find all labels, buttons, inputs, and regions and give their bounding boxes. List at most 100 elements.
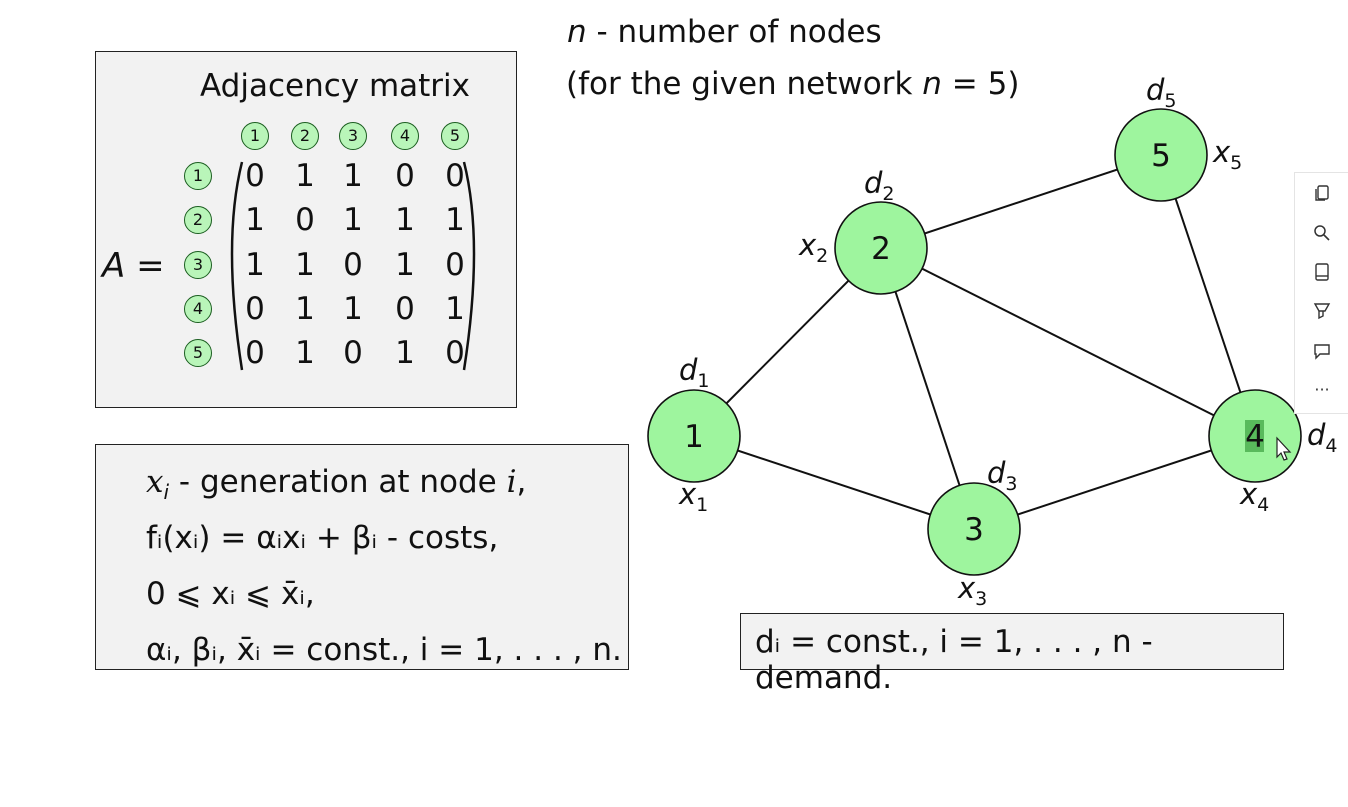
matrix-cell: 1 — [295, 291, 315, 327]
i-var: i — [506, 464, 517, 500]
search-icon — [1314, 225, 1330, 241]
generation-label-3: x3 — [957, 571, 987, 610]
mouse-cursor-icon — [1276, 436, 1292, 461]
formula-constants: αᵢ, βᵢ, x̄ᵢ = const., i = 1, . . . , n. — [146, 632, 622, 668]
demand-box: dᵢ = const., i = 1, . . . , n - demand. — [740, 613, 1284, 696]
node-label-4: 4 — [1245, 419, 1265, 455]
matrix-cell: 1 — [245, 202, 265, 238]
matrix-lhs: A = — [102, 246, 165, 286]
d-symbol: d — [1307, 418, 1326, 452]
network-size-note: (for the given network n = 5) — [566, 66, 1019, 102]
matrix-cell: 0 — [395, 158, 415, 194]
demand-label-3: d3 — [987, 456, 1018, 495]
matrix-col-label-2: 2 — [291, 122, 319, 150]
edge-2-3 — [880, 247, 975, 530]
d-symbol: d — [864, 166, 883, 200]
formula-costs: fᵢ(xᵢ) = αᵢxᵢ + βᵢ - costs, — [146, 520, 499, 556]
matrix-col-label-4: 4 — [391, 122, 419, 150]
copy-button[interactable] — [1308, 179, 1336, 207]
search-button[interactable] — [1308, 219, 1336, 247]
network-size-eq: = 5) — [941, 66, 1020, 102]
x-sub: i — [163, 480, 170, 505]
text-selection-highlight — [1245, 420, 1264, 452]
generation-end: , — [516, 464, 527, 500]
n-variable-2: n — [922, 66, 942, 102]
d-subscript: 3 — [1005, 473, 1017, 495]
demand-label-4: d4 — [1307, 418, 1338, 457]
node-5 — [1114, 108, 1208, 202]
matrix-cell: 1 — [395, 202, 415, 238]
matrix-cell: 1 — [395, 247, 415, 283]
formulas-box: xi - generation at node i, fᵢ(xᵢ) = αᵢxᵢ… — [95, 444, 629, 670]
x-symbol: x — [1212, 135, 1231, 169]
demand-label-5: d5 — [1146, 73, 1177, 112]
edge-2-4 — [880, 247, 1256, 437]
matrix-col-label-1: 1 — [241, 122, 269, 150]
x-subscript: 5 — [1230, 152, 1242, 174]
d-symbol: d — [1146, 73, 1165, 107]
edge-3-4 — [973, 435, 1256, 530]
matrix-cell: 1 — [343, 158, 363, 194]
node-label-5: 5 — [1151, 138, 1171, 174]
highlight-button[interactable] — [1308, 297, 1336, 325]
matrix-col-label-3: 3 — [339, 122, 367, 150]
matrix-cell: 0 — [445, 158, 465, 194]
matrix-cell: 0 — [295, 202, 315, 238]
comment-button[interactable] — [1308, 337, 1336, 365]
node-label-2: 2 — [871, 231, 891, 267]
generation-label-1: x1 — [678, 477, 708, 516]
node-3 — [927, 482, 1021, 576]
matrix-cell: 0 — [245, 158, 265, 194]
matrix-cell: 1 — [295, 335, 315, 371]
matrix-cell: 1 — [295, 247, 315, 283]
matrix-cell: 0 — [343, 247, 363, 283]
matrix-row-label-2: 2 — [184, 206, 212, 234]
matrix-cell: 0 — [445, 335, 465, 371]
book-icon — [1315, 263, 1329, 281]
matrix-cell: 1 — [445, 291, 465, 327]
matrix-title: Adjacency matrix — [200, 68, 471, 104]
matrix-cell: 1 — [245, 247, 265, 283]
more-icon: ··· — [1314, 379, 1330, 399]
matrix-cell: 0 — [445, 247, 465, 283]
copy-icon — [1315, 185, 1329, 201]
side-toolbar: ··· — [1294, 172, 1348, 414]
node-label-3: 3 — [964, 512, 984, 548]
d-subscript: 1 — [697, 370, 709, 392]
graph-edges — [693, 154, 1256, 530]
dictionary-button[interactable] — [1308, 258, 1336, 286]
formula-generation: xi - generation at node i, — [146, 463, 526, 511]
matrix-cell: 1 — [343, 291, 363, 327]
formula-bounds: 0 ⩽ xᵢ ⩽ x̄ᵢ, — [146, 576, 315, 612]
more-button[interactable]: ··· — [1308, 375, 1336, 403]
x-var: x — [146, 464, 164, 500]
demand-formula: dᵢ = const., i = 1, . . . , n - demand. — [755, 624, 1153, 696]
x-subscript: 2 — [816, 245, 828, 267]
x-symbol: x — [678, 477, 697, 511]
d-symbol: d — [679, 353, 698, 387]
x-symbol: x — [957, 571, 976, 605]
edge-4-5 — [1160, 154, 1256, 437]
node-1 — [647, 389, 741, 483]
d-subscript: 5 — [1164, 90, 1176, 112]
matrix-row-label-4: 4 — [184, 295, 212, 323]
n-variable: n — [567, 14, 587, 50]
x-subscript: 4 — [1257, 494, 1269, 516]
matrix-cell: 1 — [445, 202, 465, 238]
matrix-row-label-1: 1 — [184, 162, 212, 190]
matrix-cell: 1 — [343, 202, 363, 238]
nodes-definition-text: - number of nodes — [586, 14, 882, 50]
matrix-cell: 1 — [395, 335, 415, 371]
generation-label-4: x4 — [1239, 477, 1269, 516]
generation-label-5: x5 — [1212, 135, 1242, 174]
x-subscript: 1 — [696, 494, 708, 516]
nodes-definition: n - number of nodes — [567, 14, 882, 50]
matrix-cell: 0 — [245, 291, 265, 327]
matrix-cell: 0 — [245, 335, 265, 371]
matrix-row-label-3: 3 — [184, 251, 212, 279]
generation-text: - generation at node — [169, 464, 507, 500]
matrix-col-label-5: 5 — [441, 122, 469, 150]
